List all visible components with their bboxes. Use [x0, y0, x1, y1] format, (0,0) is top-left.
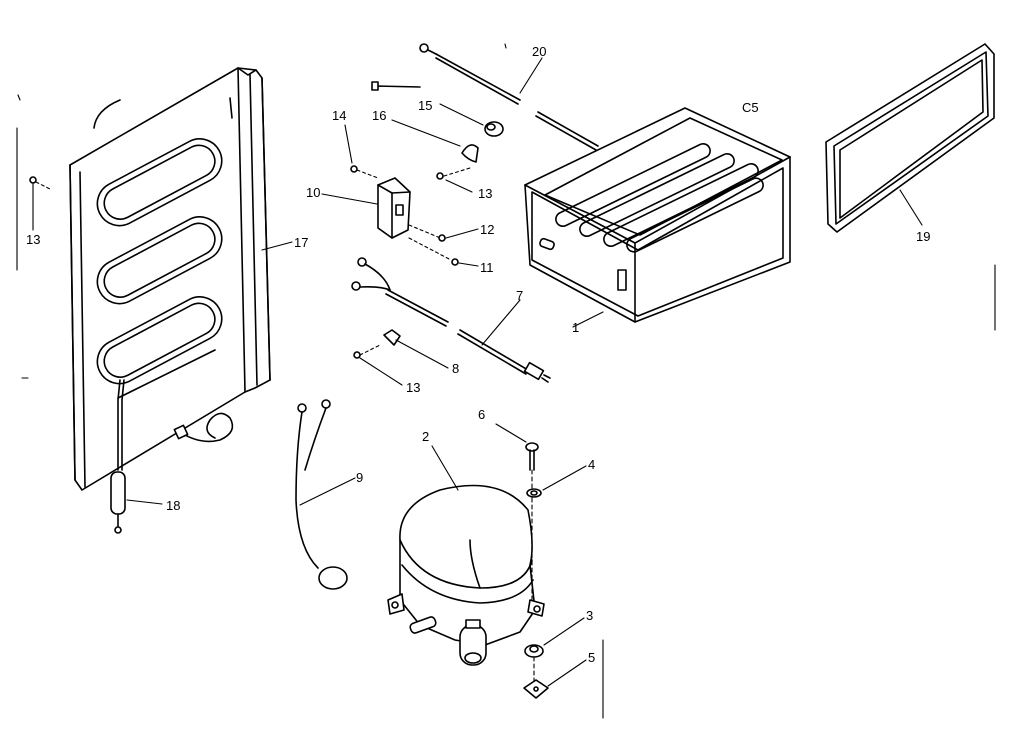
label-14: 14 [332, 108, 346, 123]
label-5: 5 [588, 650, 595, 665]
label-6: 6 [478, 407, 485, 422]
label-9: 9 [356, 470, 363, 485]
label-13-left: 13 [26, 232, 40, 247]
capillary-tube [371, 43, 599, 151]
label-c5: C5 [742, 100, 759, 115]
compressor [387, 445, 545, 666]
gasket-frame [825, 43, 995, 233]
evaporator-panel [69, 67, 271, 491]
label-19: 19 [916, 229, 930, 244]
label-12: 12 [480, 222, 494, 237]
label-13-lower: 13 [406, 380, 420, 395]
label-15: 15 [418, 98, 432, 113]
power-cord [351, 257, 551, 383]
label-13-upper: 13 [478, 186, 492, 201]
cap [439, 103, 504, 137]
margin-marks [16, 94, 996, 719]
screws-11-12 [408, 224, 479, 267]
screw-mid-upper [436, 167, 473, 193]
label-11: 11 [480, 260, 494, 275]
label-4: 4 [588, 457, 595, 472]
label-1: 1 [572, 320, 579, 335]
label-20: 20 [532, 44, 546, 59]
label-2: 2 [422, 429, 429, 444]
bracket [353, 329, 449, 386]
label-8: 8 [452, 361, 459, 376]
label-18: 18 [166, 498, 180, 513]
screw-left [29, 176, 53, 231]
screw-14 [344, 124, 379, 179]
label-10: 10 [306, 185, 320, 200]
label-17: 17 [294, 235, 308, 250]
label-16: 16 [372, 108, 386, 123]
label-7: 7 [516, 288, 523, 303]
overload-wire [295, 399, 356, 590]
label-3: 3 [586, 608, 593, 623]
condenser-housing [524, 107, 791, 328]
relay-box [321, 177, 411, 239]
mounting-hardware [495, 423, 587, 699]
drier [110, 471, 163, 534]
clamp [391, 119, 479, 163]
